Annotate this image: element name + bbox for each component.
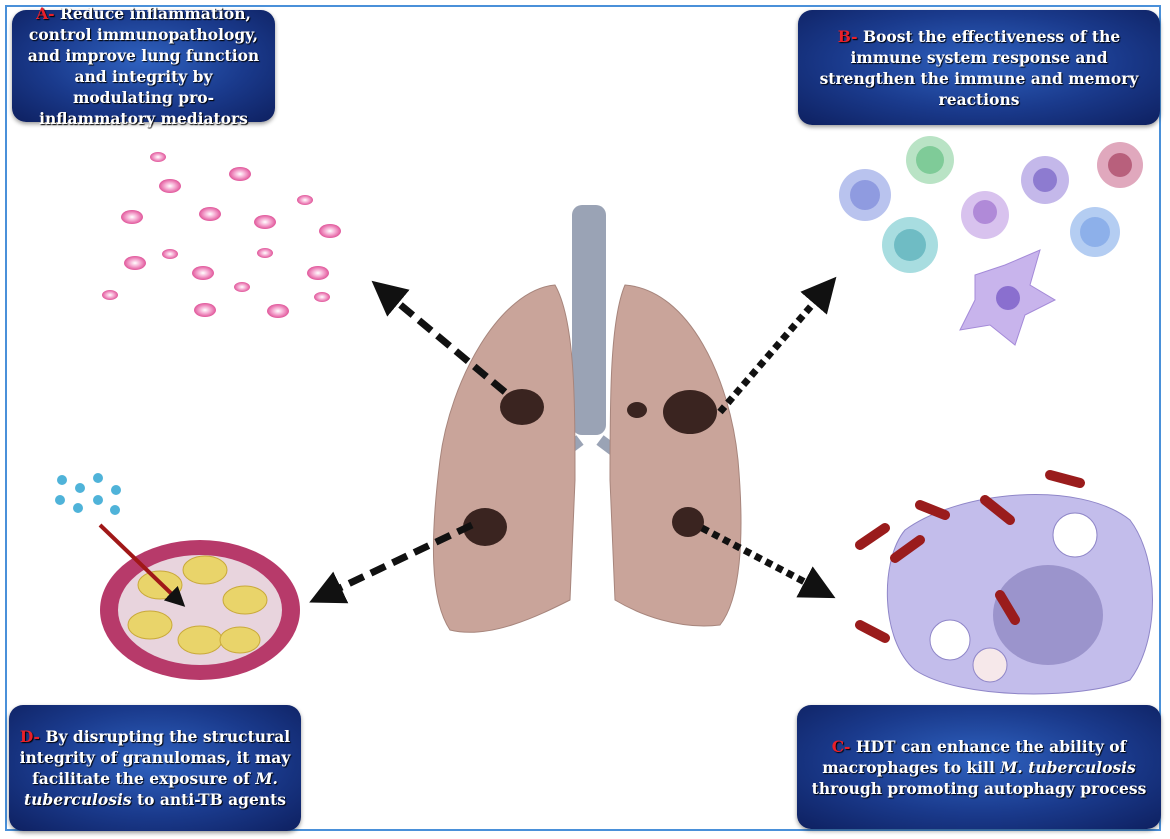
panel-d-box: D- By disrupting the structural integrit… (9, 705, 301, 831)
lungs-illustration (432, 205, 742, 633)
panel-c-species: M. tuberculosis (1000, 757, 1136, 777)
arrow-to-d (309, 521, 474, 604)
panel-a-box: A- Reduce inflammation, control immunopa… (12, 4, 275, 128)
arrows (309, 276, 837, 604)
arrow-to-b (717, 276, 837, 415)
arrow-to-a (371, 280, 508, 395)
panel-c-description-2: through promoting autophagy process (811, 778, 1147, 798)
panel-d-description-2: to anti-TB agents (131, 790, 287, 809)
granuloma-illustration (55, 473, 300, 680)
panel-a-text: A- Reduce inflammation, control immunopa… (22, 3, 265, 129)
panel-d-description-1: By disrupting the structural integrity o… (19, 727, 291, 788)
lesions (463, 389, 717, 546)
panel-a-description: Reduce inflammation, control immunopatho… (27, 4, 260, 128)
panel-c-box: C- HDT can enhance the ability of macrop… (797, 705, 1161, 829)
panel-c-description-1: HDT can enhance the ability of macrophag… (822, 736, 1127, 777)
panel-b-description: Boost the effectiveness of the immune sy… (819, 26, 1139, 109)
panel-d-text: D- By disrupting the structural integrit… (19, 726, 291, 810)
panel-b-box: B- Boost the effectiveness of the immune… (798, 10, 1160, 125)
panel-d-species: M. tuberculosis (23, 769, 278, 809)
panel-c-text: C- HDT can enhance the ability of macrop… (807, 736, 1151, 799)
arrow-to-c (700, 524, 836, 599)
panel-d-letter: D- (19, 727, 40, 746)
panel-a-letter: A- (36, 4, 55, 23)
macrophage-illustration (855, 470, 1153, 695)
panel-c-letter: C- (831, 736, 851, 756)
panel-b-text: B- Boost the effectiveness of the immune… (808, 26, 1150, 110)
immune-cells (839, 136, 1143, 346)
cytokine-particles (102, 152, 341, 318)
panel-b-letter: B- (837, 26, 858, 46)
figure-frame (5, 5, 1161, 831)
